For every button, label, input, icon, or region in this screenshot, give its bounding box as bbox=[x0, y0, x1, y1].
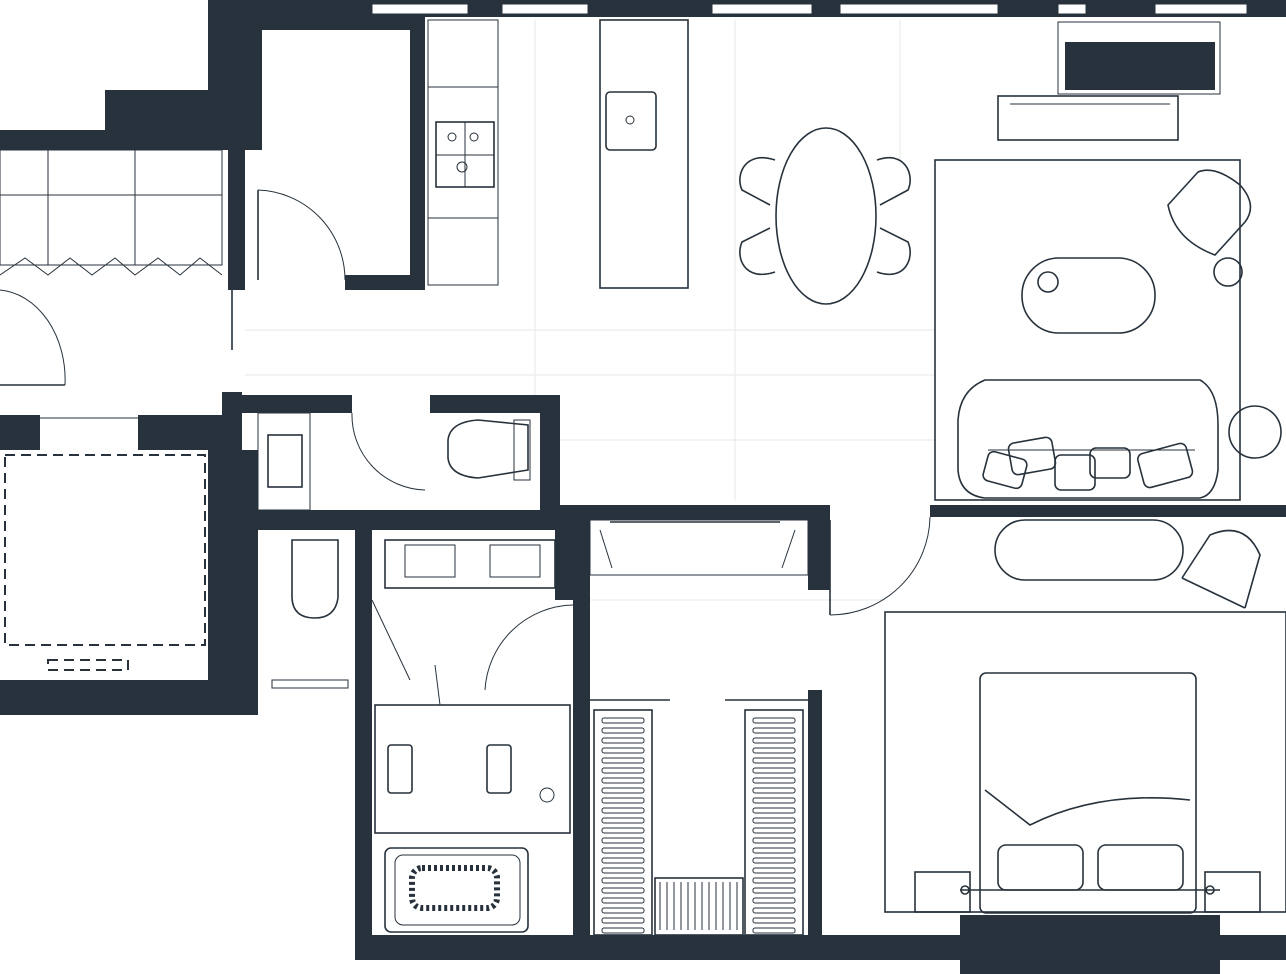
hanger bbox=[601, 867, 645, 874]
closet-shelf bbox=[744, 709, 804, 936]
hanger bbox=[752, 847, 796, 854]
hanger bbox=[601, 737, 645, 744]
hanger bbox=[752, 787, 796, 794]
kitchen bbox=[427, 19, 689, 289]
hanger bbox=[601, 797, 645, 804]
side-table bbox=[1228, 405, 1282, 459]
hanger bbox=[752, 887, 796, 894]
sink-icon bbox=[267, 434, 303, 488]
window bbox=[371, 3, 469, 15]
hanger bbox=[601, 817, 645, 824]
hanger bbox=[752, 867, 796, 874]
hanger bbox=[601, 717, 645, 724]
pillow bbox=[1137, 442, 1194, 489]
hanger bbox=[752, 857, 796, 864]
bed bbox=[979, 672, 1197, 914]
closet-shelf bbox=[654, 877, 744, 936]
hanger bbox=[752, 827, 796, 834]
hanger bbox=[601, 757, 645, 764]
hanger bbox=[752, 797, 796, 804]
toilet-icon bbox=[447, 419, 529, 479]
window bbox=[839, 3, 999, 15]
hanger bbox=[601, 727, 645, 734]
doors bbox=[0, 189, 931, 706]
walk-in-closet bbox=[590, 699, 808, 936]
chair bbox=[1181, 529, 1261, 609]
hanger bbox=[601, 767, 645, 774]
hanger bbox=[752, 777, 796, 784]
bed-outline bbox=[4, 454, 206, 646]
closet-shelf bbox=[593, 709, 653, 936]
vanity bbox=[374, 704, 571, 834]
bath-mat bbox=[409, 865, 500, 911]
sofa bbox=[957, 379, 1219, 499]
hanger bbox=[601, 777, 645, 784]
hanger bbox=[601, 847, 645, 854]
hanger bbox=[601, 747, 645, 754]
hanger bbox=[752, 727, 796, 734]
hanger bbox=[601, 917, 645, 924]
nightstand bbox=[914, 871, 971, 913]
hanger bbox=[752, 807, 796, 814]
pillow bbox=[1007, 436, 1057, 476]
pillow bbox=[982, 450, 1028, 490]
bedroom bbox=[884, 611, 1286, 914]
hanger bbox=[752, 917, 796, 924]
window bbox=[1057, 3, 1087, 15]
hanger bbox=[601, 807, 645, 814]
hanger bbox=[601, 897, 645, 904]
hanger bbox=[601, 907, 645, 914]
hanger bbox=[752, 757, 796, 764]
pillow bbox=[1054, 454, 1096, 491]
rug bbox=[884, 611, 1286, 913]
hanger bbox=[752, 737, 796, 744]
vanity bbox=[384, 539, 556, 589]
pillow bbox=[1089, 447, 1131, 479]
hanger bbox=[601, 857, 645, 864]
hanger bbox=[752, 747, 796, 754]
hanger bbox=[601, 927, 645, 934]
kitchen-island bbox=[599, 19, 689, 289]
toilet-icon bbox=[291, 539, 339, 619]
hanger bbox=[601, 827, 645, 834]
hanger bbox=[752, 927, 796, 934]
hanger bbox=[601, 887, 645, 894]
window bbox=[711, 3, 813, 15]
hanger bbox=[752, 817, 796, 824]
pillow bbox=[1097, 844, 1184, 891]
bench bbox=[994, 519, 1184, 581]
living-area bbox=[934, 21, 1282, 609]
bathrooms bbox=[257, 412, 571, 933]
hanger bbox=[752, 717, 796, 724]
hanger bbox=[752, 877, 796, 884]
nightstand bbox=[1204, 871, 1261, 913]
pillow bbox=[997, 844, 1084, 891]
armchair bbox=[1167, 169, 1252, 256]
window bbox=[1154, 3, 1248, 15]
dining-table bbox=[739, 127, 911, 305]
tv bbox=[1065, 42, 1215, 90]
sink-icon bbox=[605, 91, 657, 151]
floor-grid bbox=[245, 20, 935, 601]
stove-icon bbox=[435, 121, 495, 188]
tv-console bbox=[997, 95, 1179, 141]
left-room bbox=[0, 149, 223, 671]
coffee-table bbox=[1021, 257, 1156, 334]
hanger bbox=[752, 907, 796, 914]
hanger bbox=[752, 767, 796, 774]
bathtub bbox=[384, 847, 529, 933]
rug bbox=[934, 159, 1241, 501]
hanger bbox=[752, 897, 796, 904]
window bbox=[501, 3, 589, 15]
hanger bbox=[601, 877, 645, 884]
hanger bbox=[601, 837, 645, 844]
hall-closet bbox=[589, 519, 809, 576]
hanger bbox=[601, 787, 645, 794]
hanger bbox=[752, 837, 796, 844]
